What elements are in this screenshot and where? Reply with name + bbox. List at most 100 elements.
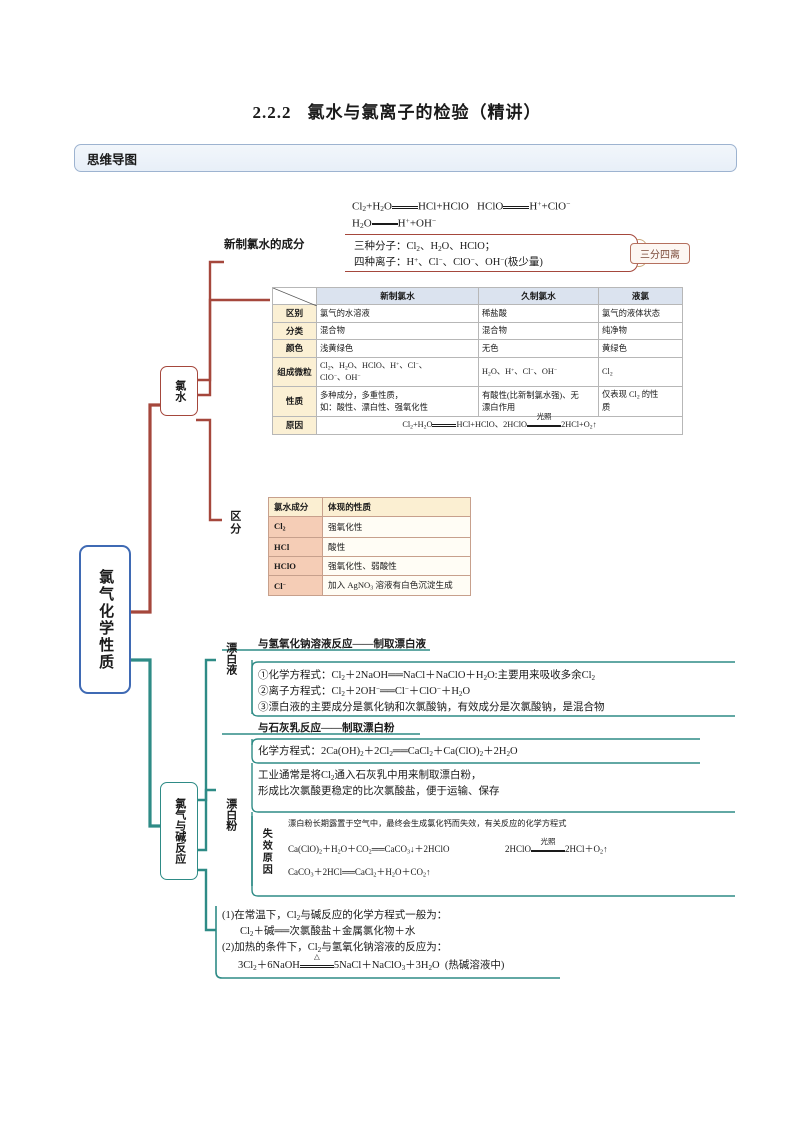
bleaching-powder-label: 漂白粉	[224, 797, 237, 831]
row-label-properties: 性质	[272, 386, 317, 417]
cell-properties-old: 有酸性(比新制氯水强)、无漂白作用	[478, 386, 599, 417]
cell-properties-liquid: 仅表现 Cl2 的性质	[598, 386, 683, 417]
cell: 混合物	[478, 321, 599, 341]
cell: 氯气的液体状态	[598, 304, 683, 323]
light-condition-icon: 光照	[531, 837, 566, 854]
mindmap-root-label: 氯气化学性质	[97, 568, 114, 671]
table-row: Cl2 强氧化性	[268, 516, 471, 538]
table-row: 分类 混合物 混合物 纯净物	[272, 321, 683, 341]
table-row: HClO 强氧化性、弱酸性	[268, 555, 471, 576]
cell: 无色	[478, 339, 599, 358]
branch-label-chlorine-water: 氯水	[173, 380, 186, 402]
equilibrium-arrow-icon	[391, 202, 418, 212]
table-row: 颜色 浅黄绿色 无色 黄绿色	[272, 339, 683, 358]
branch-label-base-reaction: 氯气与碱反应	[173, 798, 186, 864]
distinguish-table: 氯水成分 体现的性质 Cl2 强氧化性 HCl 酸性 HClO 强氧化性、弱酸性…	[268, 496, 471, 597]
table-row: HCl 酸性	[268, 536, 471, 557]
note-line-2: Cl2＋碱══次氯酸盐＋金属氯化物＋水	[240, 926, 416, 938]
section-header-label: 思维导图	[87, 152, 138, 167]
bleaching-liquid-item-3: ③漂白液的主要成分是氯化钠和次氯酸钠，有效成分是次氯酸钠，是混合物	[258, 702, 605, 713]
bleaching-liquid-label-box: 漂白液	[218, 632, 242, 684]
table-row: 组成微粒 Cl2、H2O、HClO、H+、Cl−、ClO−、OH− H2O、H+…	[272, 356, 683, 388]
mindmap-root-node[interactable]: 氯气化学性质	[79, 545, 131, 694]
cell: 纯净物	[598, 321, 683, 341]
component-hcl: HCl	[268, 536, 323, 557]
equilibrium-arrow-icon	[371, 219, 398, 229]
bleaching-powder-industry-line-1: 工业通常是将Cl2通入石灰乳中用来制取漂白粉，	[258, 770, 482, 782]
property-cell: 加入 AgNO3 溶液有白色沉淀生成	[322, 574, 471, 597]
comparison-table: 新制氯水 久制氯水 液氯 区别 氯气的水溶液 稀盐酸 氯气的液体状态 分类 混合…	[272, 286, 683, 435]
failure-reason-heading: 漂白粉长期露置于空气中，最终会生成氯化钙而失效，有关反应的化学方程式	[288, 819, 567, 828]
row-label-reason: 原因	[272, 416, 317, 435]
cell: 稀盐酸	[478, 304, 599, 323]
page-title: 2.2.2 氯水与氯离子的检验（精讲）	[0, 98, 794, 123]
note-line-4: 3Cl2＋6NaOH△5NaCl＋NaClO3＋3H2O (热碱溶液中)	[238, 952, 505, 972]
table-row: 区别 氯气的水溶液 稀盐酸 氯气的液体状态	[272, 304, 683, 323]
bleaching-powder-industry-line-2: 形成比次氯酸更稳定的比次氯酸盐，便于运输、保存	[258, 786, 500, 797]
property-cell: 强氧化性、弱酸性	[322, 555, 471, 576]
branch-node-chlorine-water[interactable]: 氯水	[160, 366, 198, 416]
component-cl2: Cl2	[268, 516, 323, 538]
composition-box: 三种分子：Cl2、H2O、HClO； 四种离子：H+、Cl−、ClO−、OH−(…	[345, 234, 638, 272]
cell: 混合物	[316, 321, 479, 341]
cell-properties-fresh: 多种成分，多重性质，如：酸性、漂白性、强氧化性	[316, 386, 479, 417]
title-text: 氯水与氯离子的检验（精讲）	[307, 103, 542, 122]
cell-particles-fresh: Cl2、H2O、HClO、H+、Cl−、ClO−、OH−	[316, 356, 479, 388]
bleaching-liquid-label: 漂白液	[224, 641, 237, 675]
bleaching-powder-equation: 化学方程式：2Ca(OH)2＋2Cl2══CaCl2＋Ca(ClO)2＋2H2O	[258, 746, 518, 758]
note-line-1: (1)在常温下，Cl2与碱反应的化学方程式一般为：	[222, 910, 448, 922]
table-header-row: 新制氯水 久制氯水 液氯	[272, 286, 683, 306]
cell-particles-old: H2O、H+、Cl−、OH−	[478, 356, 599, 388]
bleaching-liquid-item-2: ②离子方程式：Cl2＋2OH−══Cl−＋ClO−＋H2O	[258, 685, 471, 698]
row-label-particles: 组成微粒	[272, 356, 317, 388]
composition-ions: 四种离子：H+、Cl−、ClO−、OH−(极少量)	[354, 255, 543, 268]
component-hclo: HClO	[268, 555, 323, 576]
row-label-color: 颜色	[272, 339, 317, 358]
property-cell: 酸性	[322, 536, 471, 557]
component-chloride-ion: Cl−	[268, 574, 323, 597]
bleaching-powder-label-box: 漂白粉	[218, 788, 242, 840]
title-number: 2.2.2	[252, 103, 292, 122]
bleaching-powder-heading: 与石灰乳反应——制取漂白粉	[258, 723, 395, 734]
bleaching-liquid-item-1: ①化学方程式：Cl2＋2NaOH══NaCl＋NaClO＋H2O:主要用来吸收多…	[258, 670, 596, 682]
bleaching-liquid-heading: 与氢氧化钠溶液反应——制取漂白液	[258, 639, 426, 650]
equilibrium-arrow-icon	[432, 421, 457, 428]
row-label-classification: 分类	[272, 321, 317, 341]
row-label-difference: 区别	[272, 304, 317, 323]
failure-reason-label: 失效原因	[260, 828, 272, 876]
failure-equation-1: Ca(ClO)2＋H2O＋CO2══CaCO3↓＋2HClO	[288, 844, 450, 856]
light-condition-icon: 光照	[527, 412, 562, 429]
cell-particles-liquid: Cl2	[598, 356, 683, 388]
heat-condition-icon: △	[299, 952, 334, 971]
diagonal-line-icon	[273, 288, 317, 306]
col-header-fresh: 新制氯水	[316, 286, 479, 306]
distinguish-label-box: 区分	[223, 500, 245, 546]
composition-label: 新制氯水的成分	[224, 239, 305, 251]
failure-equation-3: CaCO3＋2HCl══CaCl2＋H2O＋CO2↑	[288, 867, 431, 879]
cell: 黄绿色	[598, 339, 683, 358]
note-line-3: (2)加热的条件下，Cl2与氢氧化钠溶液的反应为：	[222, 942, 448, 954]
failure-reason-label-box: 失效原因	[256, 816, 274, 888]
table-header-row: 氯水成分 体现的性质	[268, 496, 471, 518]
composition-molecules: 三种分子：Cl2、H2O、HClO；	[354, 241, 496, 253]
section-header-box: 思维导图	[74, 144, 737, 172]
table-row: 性质 多种成分，多重性质，如：酸性、漂白性、强氧化性 有酸性(比新制氯水强)、无…	[272, 386, 683, 417]
table-corner-cell	[272, 286, 317, 306]
cell: 氯气的水溶液	[316, 304, 479, 323]
cell: 浅黄绿色	[316, 339, 479, 358]
col-header-old: 久制氯水	[478, 286, 599, 306]
equilibrium-arrow-icon	[503, 202, 530, 212]
col-header-component: 氯水成分	[268, 496, 323, 518]
branch-node-base-reaction[interactable]: 氯气与碱反应	[160, 782, 198, 880]
table-row: Cl− 加入 AgNO3 溶液有白色沉淀生成	[268, 574, 471, 597]
composition-tag: 三分四离	[630, 243, 690, 264]
distinguish-label: 区分	[228, 510, 241, 536]
col-header-liquid: 液氯	[598, 286, 683, 306]
